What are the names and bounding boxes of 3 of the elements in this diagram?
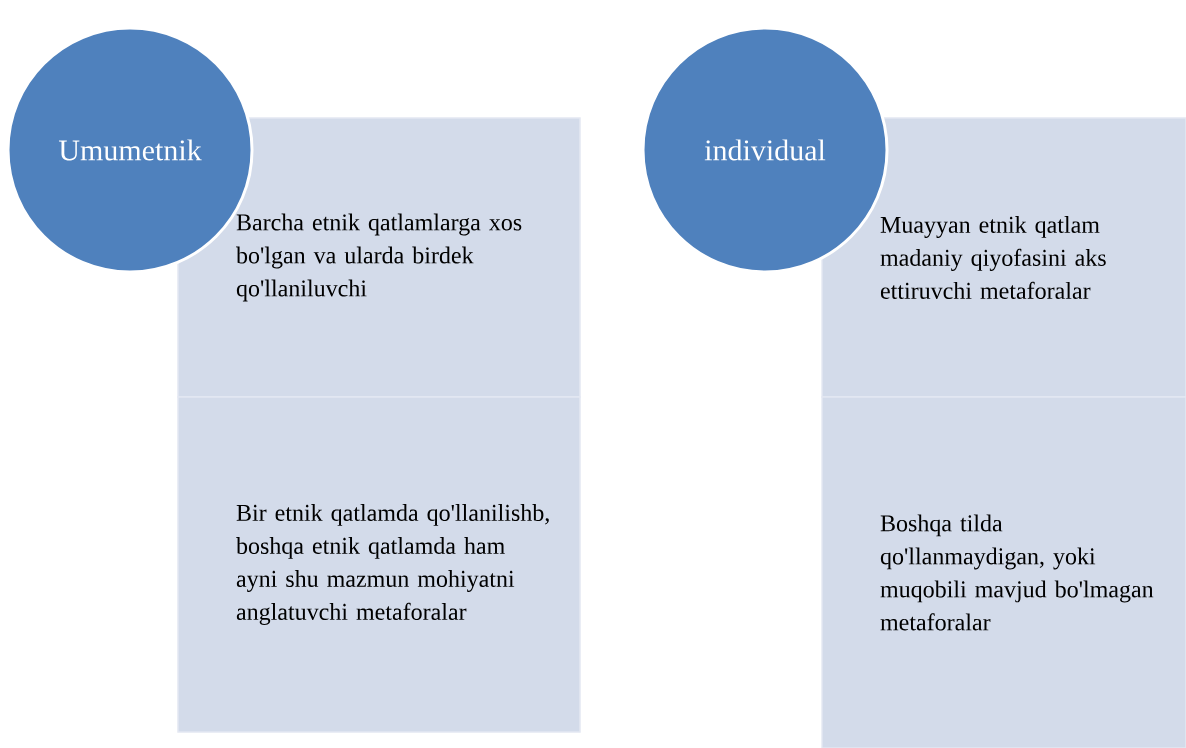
text-box: Bir etnik qatlamda qo'llanilishb, boshqa etnik qatlamda ham ayni shu mazmun mohiyatni anglatuvchi metaforalar — [177, 396, 581, 733]
node-label: Boshqa tilda qo'llanmaydigan, yoki muqobili mavjud bo'lmagan metaforalar — [880, 514, 1154, 631]
text-box: Boshqa tilda qo'llanmaydigan, yoki muqobili mavjud bo'lmagan metaforalar — [821, 396, 1186, 748]
